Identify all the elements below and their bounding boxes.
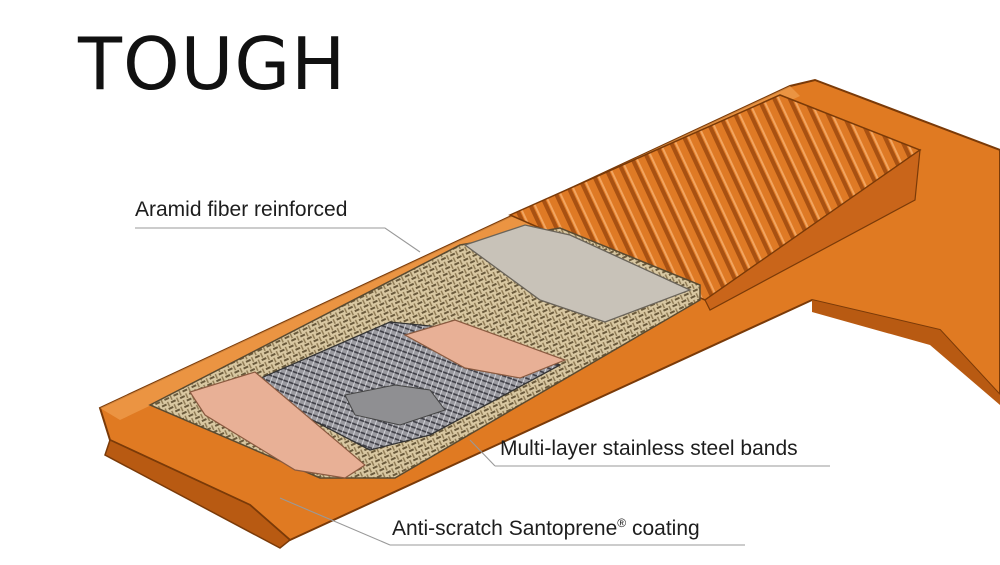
grey-layer (463, 224, 692, 323)
inner-pads (189, 319, 567, 479)
leader-lines (135, 227, 830, 546)
page-title: TOUGH (78, 22, 347, 106)
steel-bands-callout: Multi-layer stainless steel bands (500, 437, 798, 460)
aramid-callout: Aramid fiber reinforced (135, 198, 348, 221)
registered-mark: ® (617, 516, 627, 530)
coating-callout: Anti-scratch Santoprene® coating (392, 516, 700, 541)
coating-callout-prefix: Anti-scratch Santoprene (392, 517, 618, 540)
coating-callout-suffix: coating (626, 517, 700, 540)
